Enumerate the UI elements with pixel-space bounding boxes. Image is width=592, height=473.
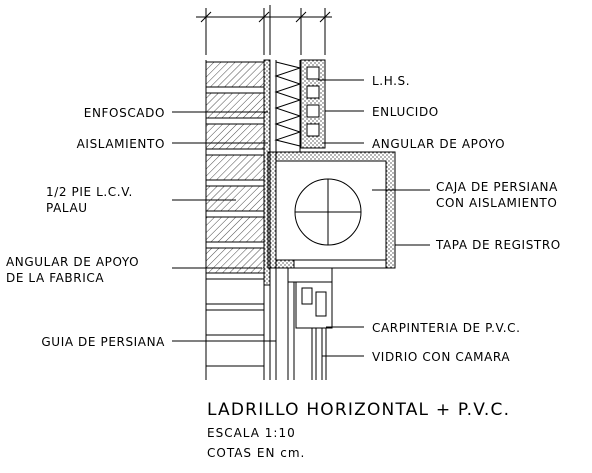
shutter-box <box>267 151 396 269</box>
label-aislamiento: AISLAMIENTO <box>77 137 165 151</box>
label-vidrio: VIDRIO CON CAMARA <box>372 350 510 364</box>
label-caja-persiana-1: CAJA DE PERSIANA <box>436 180 558 194</box>
drawing-scale: ESCALA 1:10 <box>207 426 296 440</box>
label-guia: GUIA DE PERSIANA <box>41 335 165 349</box>
label-angular-fabrica-2: DE LA FABRICA <box>6 271 104 285</box>
label-enfoscado: ENFOSCADO <box>84 106 165 120</box>
label-carpinteria: CARPINTERIA DE P.V.C. <box>372 321 521 335</box>
label-pie-1: 1/2 PIE L.C.V. <box>46 185 133 199</box>
cavity-insulation <box>274 60 302 148</box>
leaders-left <box>172 111 276 342</box>
label-tapa-registro: TAPA DE REGISTRO <box>435 238 561 252</box>
label-angular-apoyo: ANGULAR DE APOYO <box>372 137 505 151</box>
label-angular-fabrica-1: ANGULAR DE APOYO <box>6 255 139 269</box>
label-lhs: L.H.S. <box>372 74 410 88</box>
label-pie-2: PALAU <box>46 201 88 215</box>
label-enlucido: ENLUCIDO <box>372 105 439 119</box>
brick-wall <box>205 60 265 380</box>
double-glazing <box>311 328 327 380</box>
drawing-units: COTAS EN cm. <box>207 446 305 460</box>
dimension-line <box>196 5 332 55</box>
pvc-frame <box>287 267 333 380</box>
label-caja-persiana-2: CON AISLAMIENTO <box>436 196 557 210</box>
leaders-right <box>318 79 430 357</box>
drawing-title: LADRILLO HORIZONTAL + P.V.C. <box>207 400 510 420</box>
lhs-tube <box>299 59 330 153</box>
